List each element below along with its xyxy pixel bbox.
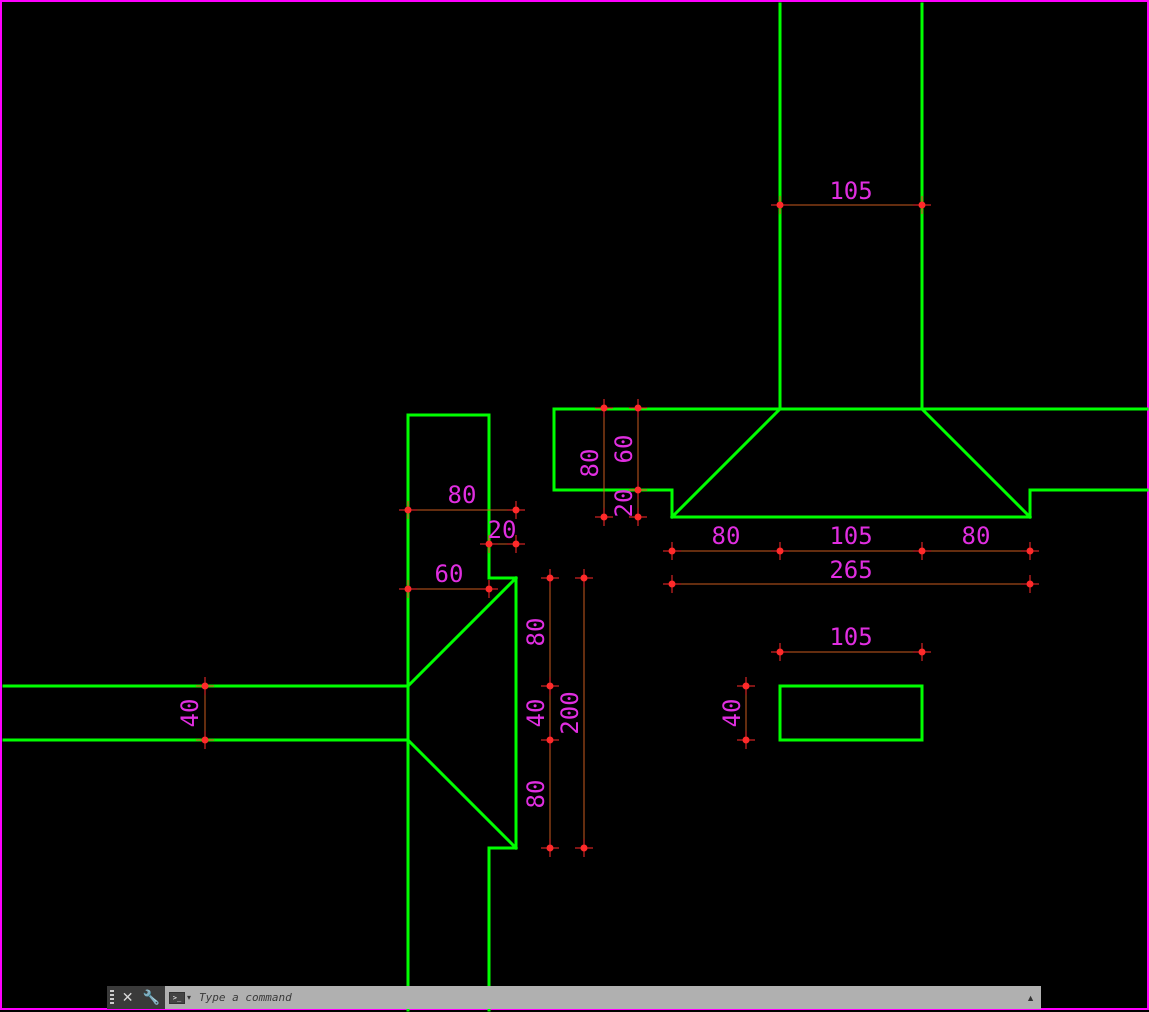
dim-text-rect-height: 40 [718, 699, 746, 728]
dimension-grip[interactable] [575, 569, 593, 587]
dim-text-base-80-left: 80 [712, 522, 741, 550]
grip-handle-icon [110, 990, 114, 1005]
dim-text-haunch-total: 200 [556, 691, 584, 734]
left-haunch-upper-diagonal [405, 575, 519, 689]
dim-text-wall-60: 60 [435, 560, 464, 588]
dimension-grip[interactable] [399, 580, 417, 598]
dimension-grip[interactable] [399, 501, 417, 519]
left-wall-outline [406, 413, 518, 1012]
dimension-grip[interactable] [1021, 542, 1039, 560]
left-haunch-lower-diagonal [405, 737, 519, 851]
dimension-grip[interactable] [541, 569, 559, 587]
dim-text-flange-step: 20 [610, 489, 638, 518]
command-history-button[interactable]: ▲ [1026, 992, 1035, 1003]
dimension-grip[interactable] [771, 643, 789, 661]
dim-text-haunch-40: 40 [522, 699, 550, 728]
dim-text-top-column: 105 [829, 177, 872, 205]
dim-text-base-total: 265 [829, 556, 872, 584]
dimension-grip[interactable] [541, 731, 559, 749]
dim-text-left-beam-40: 40 [176, 699, 204, 728]
dimension-grip[interactable] [196, 731, 214, 749]
command-input[interactable] [197, 987, 1027, 1008]
dimension-grip[interactable] [575, 839, 593, 857]
dimension-grip[interactable] [771, 196, 789, 214]
dimension-grip[interactable] [595, 508, 613, 526]
dimension-grip[interactable] [507, 501, 525, 519]
dimension-grip[interactable] [541, 677, 559, 695]
dim-text-flange-top: 60 [610, 435, 638, 464]
dimension-grip[interactable] [629, 399, 647, 417]
dimension-grip[interactable] [595, 399, 613, 417]
top-haunch-right-diagonal [919, 406, 1033, 520]
dimension-lines [204, 204, 1038, 856]
terminal-icon: >_ [169, 991, 185, 1004]
command-line-grip[interactable] [107, 986, 117, 1009]
close-icon[interactable]: ✕ [121, 989, 134, 1005]
dimension-grip[interactable] [913, 643, 931, 661]
dimension-grip[interactable] [663, 542, 681, 560]
dimension-grip[interactable] [629, 508, 647, 526]
dim-text-haunch-80-bottom: 80 [522, 780, 550, 809]
dimension-labels: 105 80 60 20 80 20 60 40 80 40 80 200 80… [176, 177, 990, 808]
command-prompt-icon[interactable]: >_ [167, 986, 187, 1009]
wrench-icon[interactable]: 🔧 [142, 989, 161, 1005]
dimension-grip[interactable] [1021, 575, 1039, 593]
command-line[interactable]: ✕ 🔧 >_ ▾ ▲ [107, 986, 1041, 1009]
dimension-grip[interactable] [737, 731, 755, 749]
dimension-grip[interactable] [629, 481, 647, 499]
dim-text-rect-width: 105 [829, 623, 872, 651]
dimension-grip[interactable] [913, 542, 931, 560]
dimension-grip[interactable] [196, 677, 214, 695]
top-haunch-left-diagonal [669, 406, 783, 520]
dim-text-base-80-right: 80 [962, 522, 991, 550]
dimension-grip[interactable] [480, 535, 498, 553]
dimension-grip[interactable] [913, 196, 931, 214]
dimension-grip[interactable] [771, 542, 789, 560]
dimension-grip[interactable] [480, 580, 498, 598]
dim-text-wall-20: 20 [488, 516, 517, 544]
dimension-grip[interactable] [663, 575, 681, 593]
command-line-buttons: ✕ 🔧 [117, 986, 165, 1009]
dim-text-base-105: 105 [829, 522, 872, 550]
dim-text-wall-80: 80 [448, 481, 477, 509]
right-flange-outline [552, 407, 1149, 519]
dim-text-haunch-80-top: 80 [522, 618, 550, 647]
recent-commands-dropdown[interactable]: ▾ [187, 993, 192, 1002]
dimension-grip[interactable] [541, 839, 559, 857]
small-rectangle [778, 684, 924, 742]
dimension-grip[interactable] [507, 535, 525, 553]
dim-text-flange-height: 80 [576, 449, 604, 478]
dimension-grips[interactable] [196, 196, 1039, 857]
dimension-grip[interactable] [737, 677, 755, 695]
